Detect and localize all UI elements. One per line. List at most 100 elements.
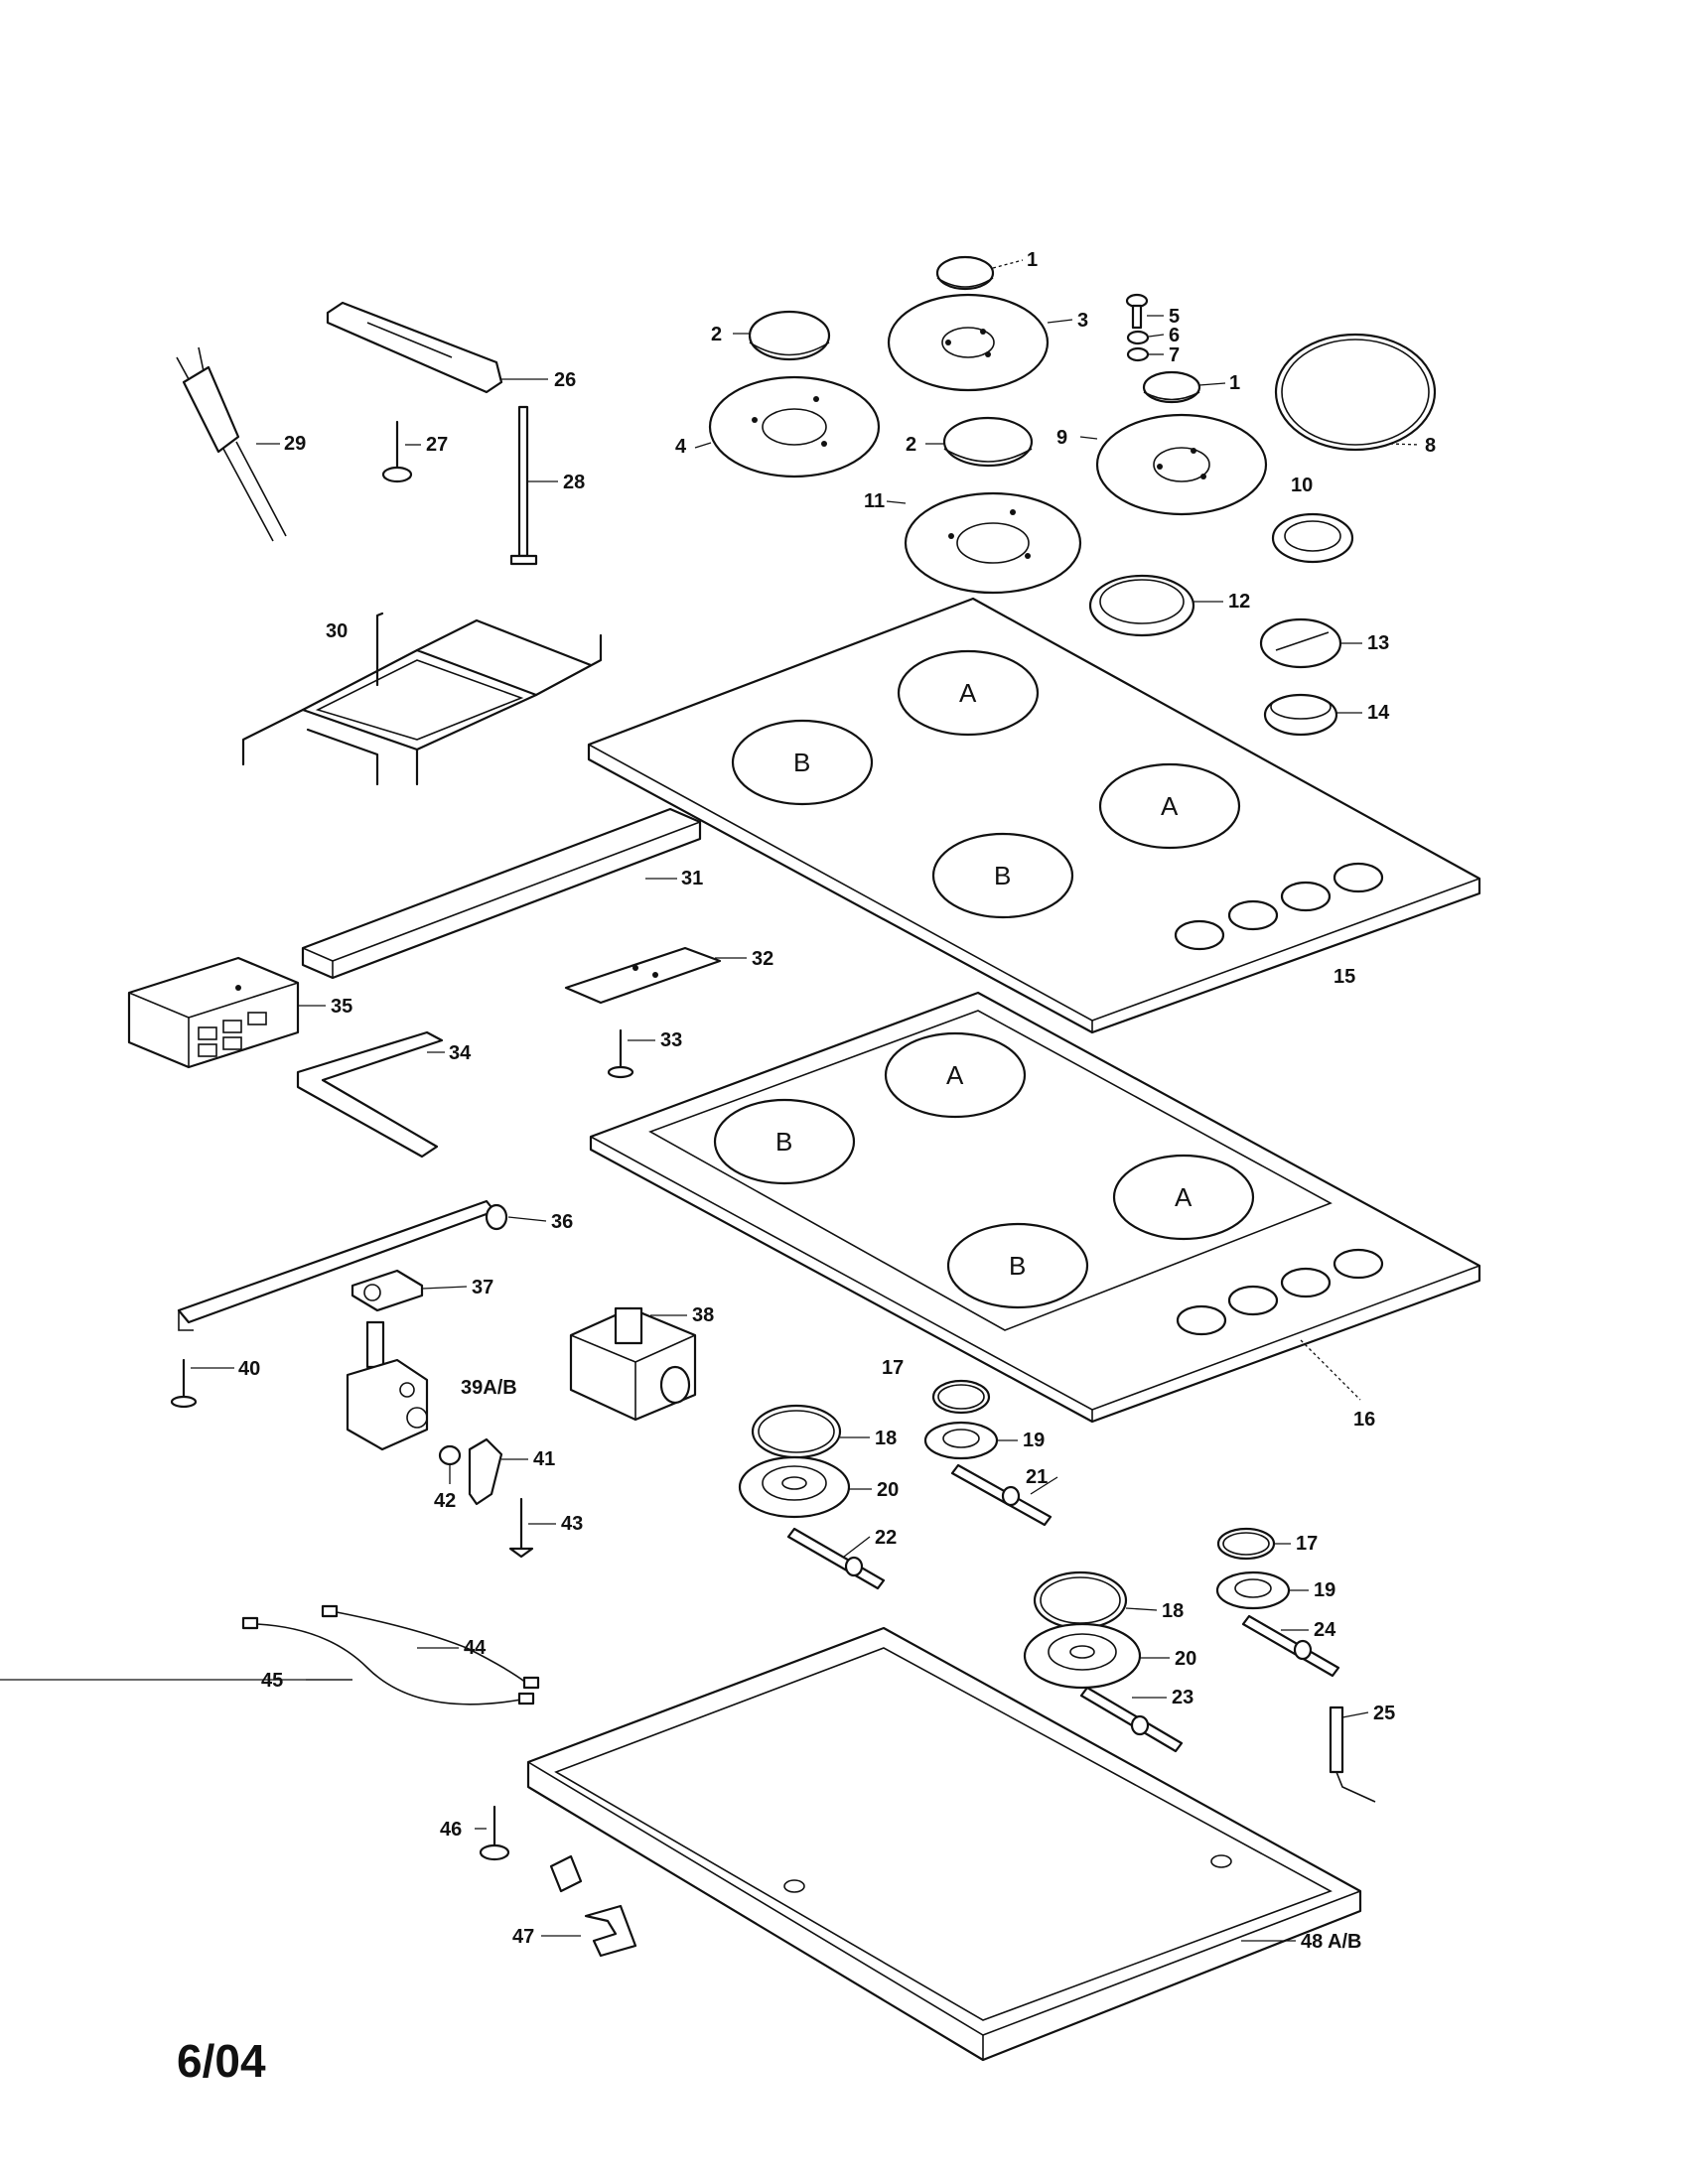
wire-harness-45 xyxy=(241,1616,535,1706)
label-19-right: 19 xyxy=(1314,1579,1335,1601)
valve-bracket xyxy=(351,1269,424,1312)
burner-tube-21 xyxy=(950,1463,1052,1527)
burner-cap-left xyxy=(748,310,831,361)
burner-grate xyxy=(241,612,603,786)
valve-clamp xyxy=(468,1437,503,1506)
label-27: 27 xyxy=(426,434,448,456)
burner-gasket-right xyxy=(1033,1570,1128,1630)
screw-27 xyxy=(381,420,413,483)
knob-bezel xyxy=(1263,693,1338,737)
label-25: 25 xyxy=(1373,1703,1395,1724)
zone-a-2: A xyxy=(1161,791,1179,821)
label-7: 7 xyxy=(1169,344,1180,366)
label-20-left: 20 xyxy=(877,1479,899,1501)
burner-valve xyxy=(346,1320,429,1451)
label-8: 8 xyxy=(1425,435,1436,457)
label-40: 40 xyxy=(238,1358,260,1380)
zone-a-3: A xyxy=(946,1060,964,1090)
label-11: 11 xyxy=(864,490,885,512)
trim-ring-large xyxy=(1274,333,1437,452)
label-6: 6 xyxy=(1169,325,1180,346)
label-2-left: 2 xyxy=(711,324,722,345)
knob-ring-10 xyxy=(1271,512,1354,564)
burner-cap-small-right xyxy=(1142,370,1201,404)
label-44: 44 xyxy=(464,1637,487,1659)
zone-b-1: B xyxy=(793,748,810,777)
label-43: 43 xyxy=(561,1513,583,1535)
burner-base-right xyxy=(1023,1622,1142,1690)
mounting-bracket xyxy=(326,301,503,394)
label-48: 48 A/B xyxy=(1301,1931,1362,1953)
burner-tube-23 xyxy=(1079,1686,1184,1753)
label-12: 12 xyxy=(1228,591,1250,613)
label-5: 5 xyxy=(1169,306,1180,328)
burner-ring-top xyxy=(887,293,1050,392)
label-38: 38 xyxy=(692,1304,714,1326)
label-37: 37 xyxy=(472,1277,493,1298)
label-1-right: 1 xyxy=(1229,372,1240,394)
label-23: 23 xyxy=(1172,1687,1193,1708)
label-47: 47 xyxy=(512,1926,534,1948)
label-45: 45 xyxy=(261,1670,283,1692)
orifice-nut xyxy=(438,1444,462,1466)
zone-b-3: B xyxy=(775,1127,792,1157)
o-ring-right xyxy=(1216,1527,1276,1561)
label-35: 35 xyxy=(331,996,352,1018)
label-17-left: 17 xyxy=(882,1357,904,1379)
gas-manifold xyxy=(177,1199,508,1331)
label-32: 32 xyxy=(752,948,773,970)
label-15: 15 xyxy=(1333,966,1355,988)
channel-bracket xyxy=(301,807,702,980)
l-bracket xyxy=(296,1030,444,1159)
screw-46 xyxy=(479,1805,510,1861)
burner-gasket-left xyxy=(751,1404,842,1459)
burner-tube-24 xyxy=(1241,1614,1340,1678)
label-24: 24 xyxy=(1314,1619,1336,1641)
label-19-left: 19 xyxy=(1023,1430,1045,1451)
label-42: 42 xyxy=(434,1490,456,1512)
label-36: 36 xyxy=(551,1211,573,1233)
label-4: 4 xyxy=(675,436,687,458)
burner-head-left xyxy=(923,1421,999,1460)
power-cord-plug xyxy=(176,346,287,542)
support-plate xyxy=(564,946,722,1005)
label-41: 41 xyxy=(533,1448,555,1470)
label-39: 39A/B xyxy=(461,1377,517,1399)
burner-cap-small-top xyxy=(935,255,995,291)
label-17-right: 17 xyxy=(1296,1533,1318,1555)
cooktop-glass-top xyxy=(587,597,1481,1034)
label-31: 31 xyxy=(681,868,703,889)
label-16: 16 xyxy=(1353,1409,1375,1431)
label-22: 22 xyxy=(875,1527,897,1549)
knob-ring-12 xyxy=(1088,574,1195,637)
burner-base-left xyxy=(738,1455,851,1519)
wire-harness-44 xyxy=(321,1604,540,1690)
burner-ring-lower xyxy=(904,491,1082,595)
burner-tube-22 xyxy=(786,1527,886,1590)
zone-b-4: B xyxy=(1009,1251,1026,1281)
label-34: 34 xyxy=(449,1042,472,1064)
label-30: 30 xyxy=(326,620,348,642)
label-18-left: 18 xyxy=(875,1428,897,1449)
screw-5 xyxy=(1125,293,1149,330)
label-21: 21 xyxy=(1026,1466,1048,1488)
revision-date: 6/04 xyxy=(177,2035,266,2087)
label-20-right: 20 xyxy=(1175,1648,1196,1670)
label-46: 46 xyxy=(440,1819,462,1841)
screw-43 xyxy=(508,1497,534,1559)
igniter-electrode xyxy=(1329,1706,1376,1803)
label-14: 14 xyxy=(1367,702,1390,724)
washer-6 xyxy=(1126,330,1150,345)
label-10: 10 xyxy=(1291,475,1313,496)
zone-a-4: A xyxy=(1175,1182,1193,1212)
label-1-top: 1 xyxy=(1027,249,1038,271)
junction-box xyxy=(127,956,300,1069)
burner-head-right xyxy=(1215,1570,1291,1610)
label-13: 13 xyxy=(1367,632,1389,654)
screw-40 xyxy=(170,1358,198,1409)
label-2-middle: 2 xyxy=(906,434,916,456)
zone-b-2: B xyxy=(994,861,1011,890)
burner-cap-middle xyxy=(942,416,1034,468)
mounting-clip xyxy=(549,1854,637,1958)
